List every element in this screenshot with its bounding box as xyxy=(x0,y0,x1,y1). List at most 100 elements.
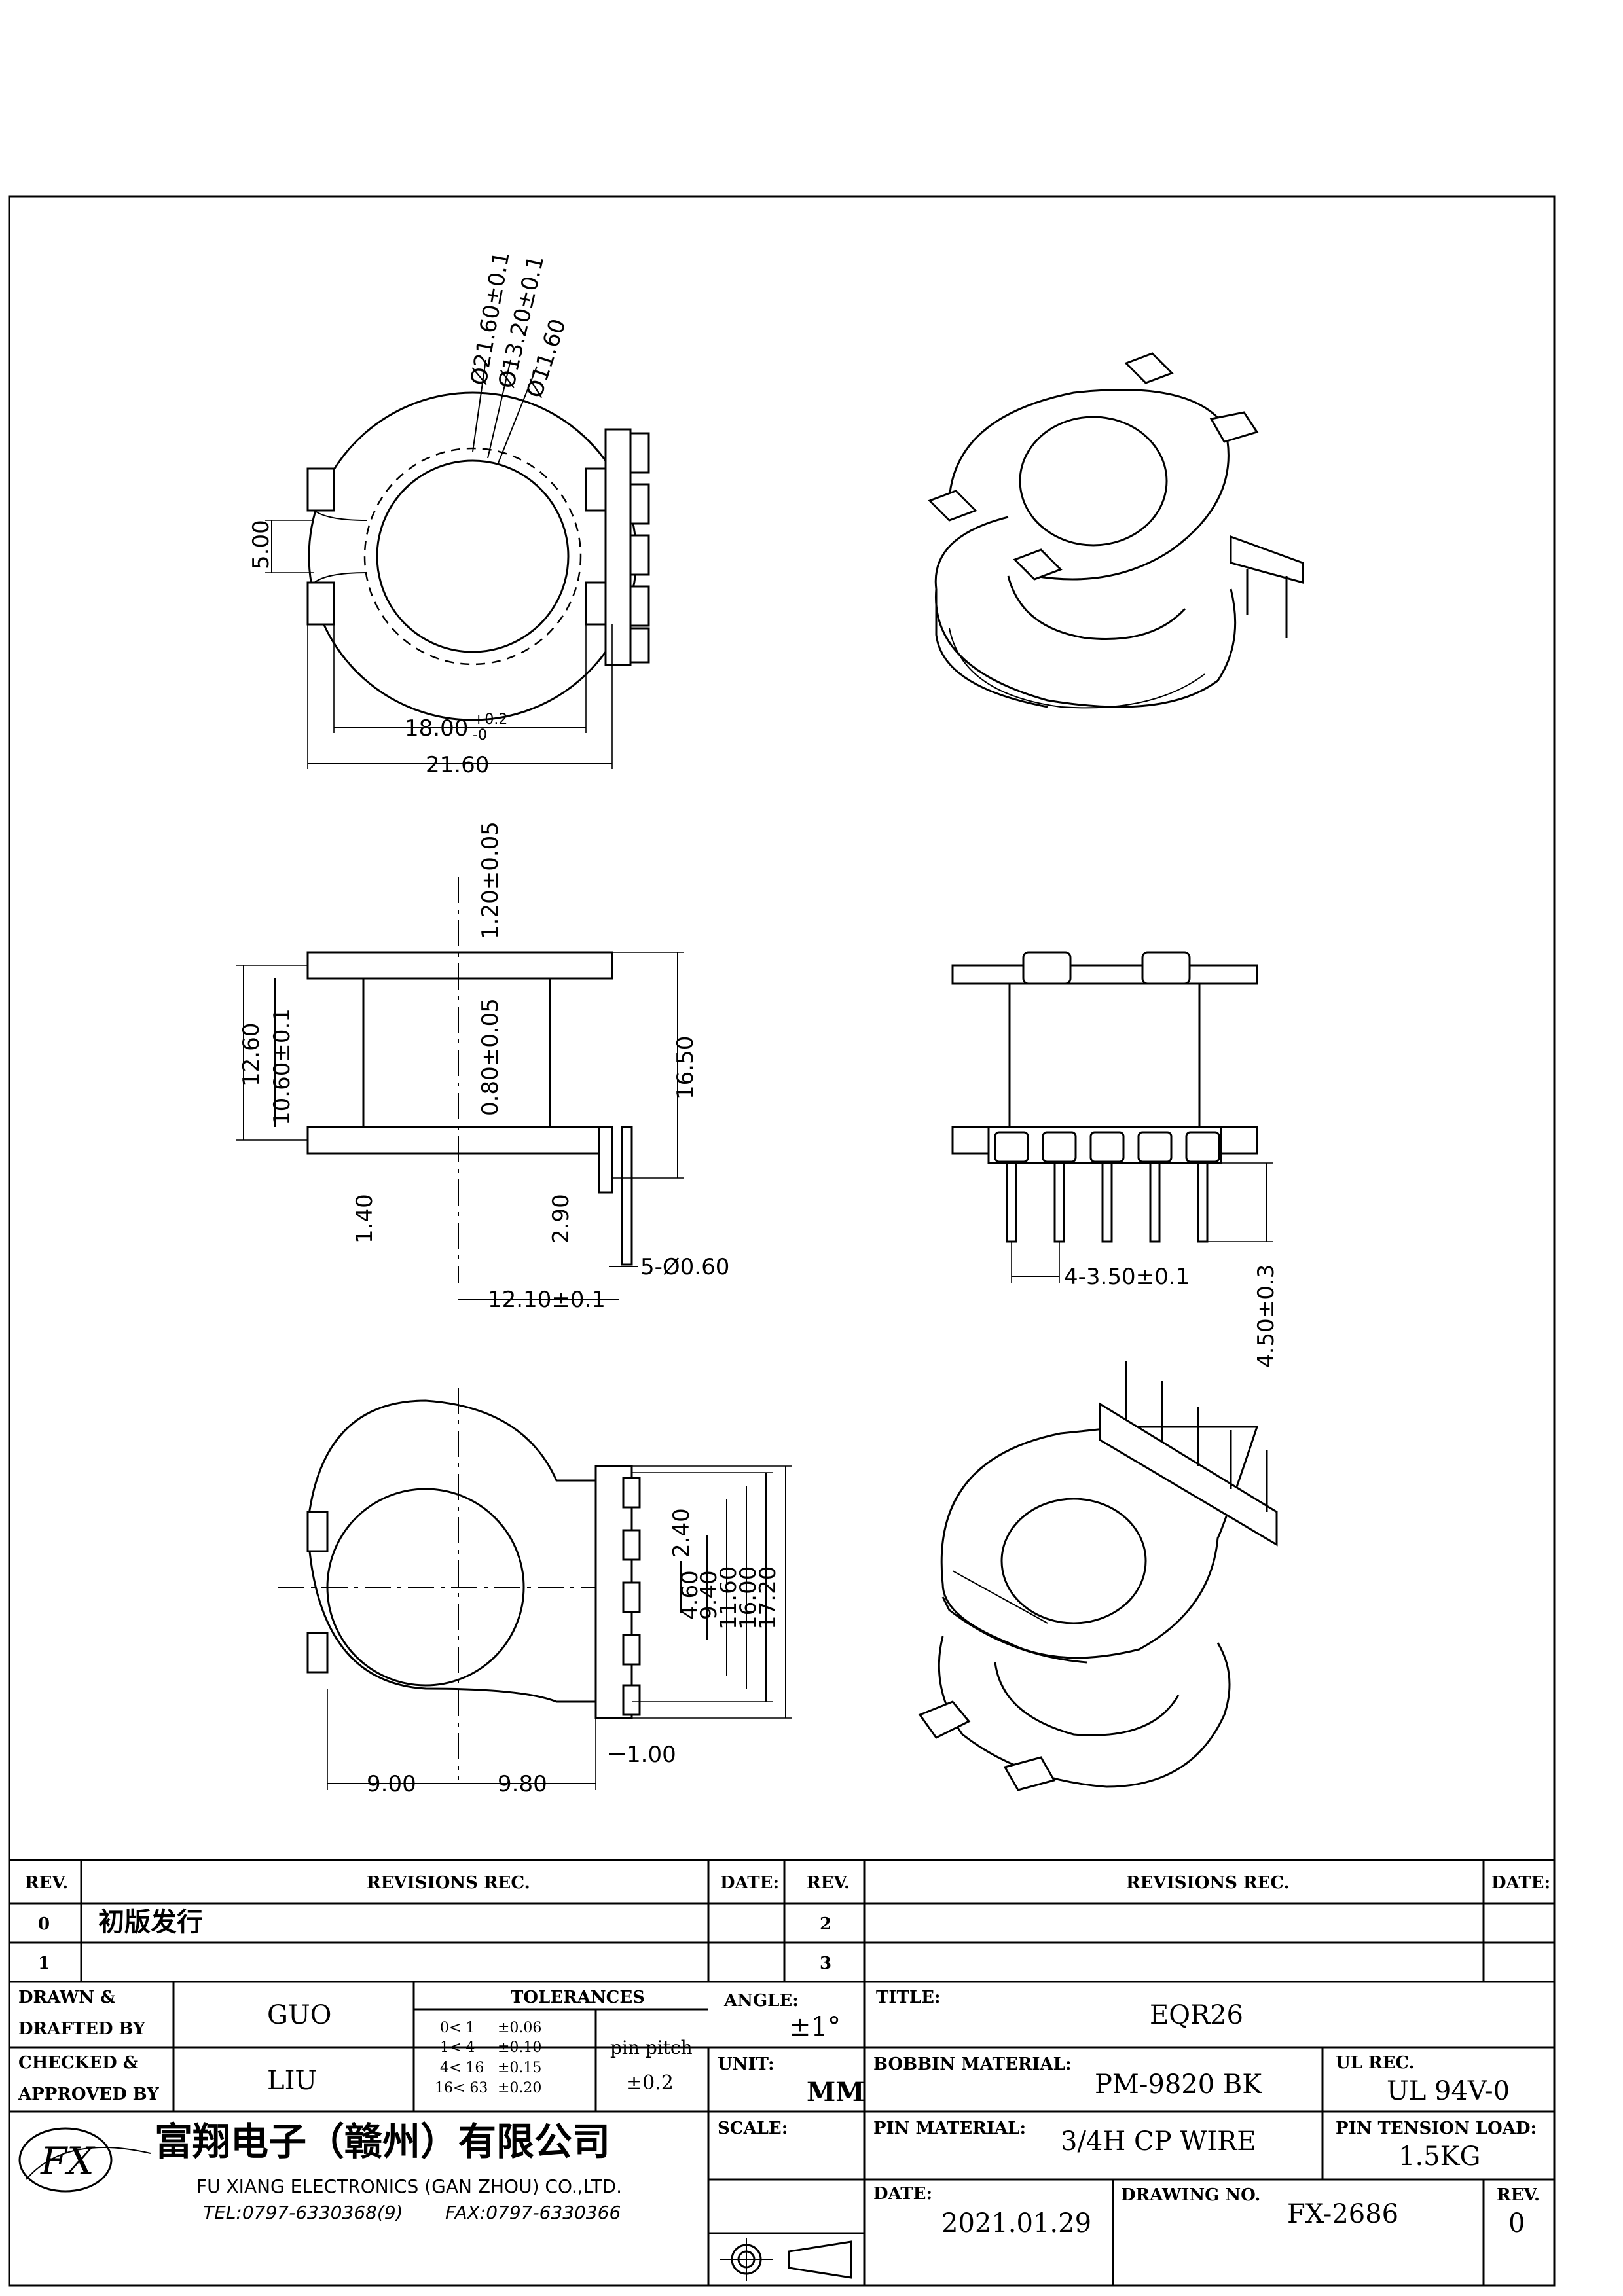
dim-outer-width: 21.60 xyxy=(426,752,489,778)
dim-flange-thk: 1.20±0.05 xyxy=(477,821,503,939)
pin-pitch-value: ±0.2 xyxy=(626,2072,674,2094)
front-top-tab-2 xyxy=(1141,951,1191,985)
pin-tab-5 xyxy=(629,627,650,664)
front-pin-head-3 xyxy=(1089,1131,1125,1163)
front-pin-4 xyxy=(1149,1162,1161,1243)
iso-bottom-rim xyxy=(949,628,1205,709)
leader-d1 xyxy=(472,359,486,452)
tol-range-0: 0< 1 xyxy=(440,2020,475,2036)
revisions-header-right: REVISIONS REC. xyxy=(1126,1873,1290,1893)
front-pin-head-4 xyxy=(1137,1131,1173,1163)
ul-rec-value: UL 94V-0 xyxy=(1387,2076,1510,2106)
front-pin-3 xyxy=(1101,1162,1113,1243)
dim-slot: 5.00 xyxy=(248,520,274,569)
dim-pin-offset: 1.40 xyxy=(352,1194,378,1244)
date-header-left: DATE: xyxy=(720,1873,779,1893)
tol-range-3: 16< 63 xyxy=(435,2080,488,2096)
scale-label: SCALE: xyxy=(718,2119,788,2138)
date-label: DATE: xyxy=(873,2184,932,2204)
tol-value-0: ±0.06 xyxy=(498,2020,541,2036)
iso-b-core xyxy=(994,1662,1180,1736)
bottom-pin-2 xyxy=(622,1529,641,1561)
company-name-cn: 富翔电子（赣州）有限公司 xyxy=(155,2119,610,2164)
pin-block xyxy=(604,428,632,666)
iso-left-edge xyxy=(935,589,1048,708)
unit-value: MM xyxy=(807,2077,865,2108)
dim-inner-tol-up: +0.2 xyxy=(473,711,507,728)
pin-tension-value: 1.5KG xyxy=(1398,2142,1480,2172)
dim-pin-row: 2.90 xyxy=(548,1194,574,1244)
front-pin-5 xyxy=(1197,1162,1209,1243)
rev-2-number: 2 xyxy=(820,1914,831,1934)
drawn-by: GUO xyxy=(267,2000,331,2030)
iso-b-hole xyxy=(1000,1498,1147,1624)
drawn-label-2: DRAFTED BY xyxy=(18,2019,145,2039)
company-name-en: FU XIANG ELECTRONICS (GAN ZHOU) CO.,LTD. xyxy=(196,2176,622,2197)
dim-pin-length: 4.50±0.3 xyxy=(1253,1265,1279,1368)
dim-overall: 16.50 xyxy=(672,1036,699,1100)
dim-inner-tol-low: -0 xyxy=(473,727,487,744)
left-tab-upper xyxy=(306,467,335,512)
iso-b-tab-1 xyxy=(918,1700,971,1739)
iso-bottom-flange xyxy=(934,516,1237,708)
revision-table: REV. REVISIONS REC. DATE: REV. REVISIONS… xyxy=(9,1859,1554,1983)
projection-frustum xyxy=(788,2240,852,2279)
iso-b-pin-block xyxy=(1099,1402,1278,1547)
pin-tab-2 xyxy=(629,483,650,525)
dim-d3: 9.40 xyxy=(696,1570,722,1620)
dim-d1: 2.40 xyxy=(668,1508,695,1558)
bottom-pin-1 xyxy=(622,1477,641,1509)
revisions-header-left: REVISIONS REC. xyxy=(367,1873,530,1893)
iso-top-flange xyxy=(948,389,1230,581)
core-dashed-circle xyxy=(363,447,582,666)
rev-label: REV. xyxy=(1497,2185,1540,2205)
checked-by: LIU xyxy=(267,2066,317,2096)
dim-right: 9.80 xyxy=(498,1771,547,1797)
dim-left: 9.00 xyxy=(367,1771,416,1797)
bottom-left-tab-1 xyxy=(306,1511,329,1552)
tolerances-label: TOLERANCES xyxy=(511,1988,645,2007)
iso-b-flange-edge xyxy=(941,1596,1087,1664)
front-top-tab-1 xyxy=(1022,951,1072,985)
left-tab-lower xyxy=(306,581,335,626)
side-pin-block xyxy=(598,1126,613,1194)
outer-flange-circle xyxy=(308,391,638,721)
rev-0-text: 初版发行 xyxy=(98,1907,203,1937)
dim-width: 12.10±0.1 xyxy=(488,1287,606,1313)
dim-height-winding: 10.60±0.1 xyxy=(269,1008,295,1126)
bottom-left-tab-2 xyxy=(306,1632,329,1674)
title-value: EQR26 xyxy=(1150,2000,1243,2030)
dim-pitch: 4-3.50±0.1 xyxy=(1064,1264,1190,1290)
front-pin-2 xyxy=(1053,1162,1065,1243)
iso-view-bottom xyxy=(918,1361,1278,1791)
dim-d2: 4.60 xyxy=(677,1570,703,1620)
side-bottom-flange xyxy=(306,1126,613,1155)
drawn-label-1: DRAWN & xyxy=(18,1988,116,2007)
rev-1-number: 1 xyxy=(38,1954,50,1973)
angle-value: ±1° xyxy=(789,2012,841,2042)
iso-b-notch xyxy=(952,1570,1048,1624)
date-header-right: DATE: xyxy=(1491,1873,1550,1893)
logo-text: FX xyxy=(40,2139,96,2183)
iso-tab-3 xyxy=(928,490,977,522)
leader-d2 xyxy=(487,359,511,459)
bottom-outline xyxy=(306,1399,596,1703)
pin-tab-1 xyxy=(629,432,650,474)
front-pin-1 xyxy=(1006,1162,1017,1243)
tol-value-1: ±0.10 xyxy=(498,2039,541,2056)
company-tel: TEL:0797-6330368(9) xyxy=(203,2202,403,2223)
iso-b-tab-2 xyxy=(1003,1756,1056,1791)
tol-range-1: 1< 4 xyxy=(440,2039,475,2056)
unit-label: UNIT: xyxy=(718,2054,775,2074)
rev-0-number: 0 xyxy=(38,1914,50,1934)
ul-rec-label: UL REC. xyxy=(1336,2053,1415,2073)
logo-oval xyxy=(18,2127,113,2193)
winding-hole-circle xyxy=(376,459,570,653)
iso-view-top xyxy=(928,352,1304,709)
bottom-view: 2.40 4.60 9.40 11.60 16.00 17.20 9.00 9.… xyxy=(278,1388,792,1797)
iso-tab-2 xyxy=(1209,411,1259,443)
dim-offset: 1.00 xyxy=(627,1742,676,1768)
bottom-pin-4 xyxy=(622,1634,641,1666)
side-pin xyxy=(621,1126,633,1266)
company-fax: FAX:0797-6330366 xyxy=(445,2202,621,2223)
